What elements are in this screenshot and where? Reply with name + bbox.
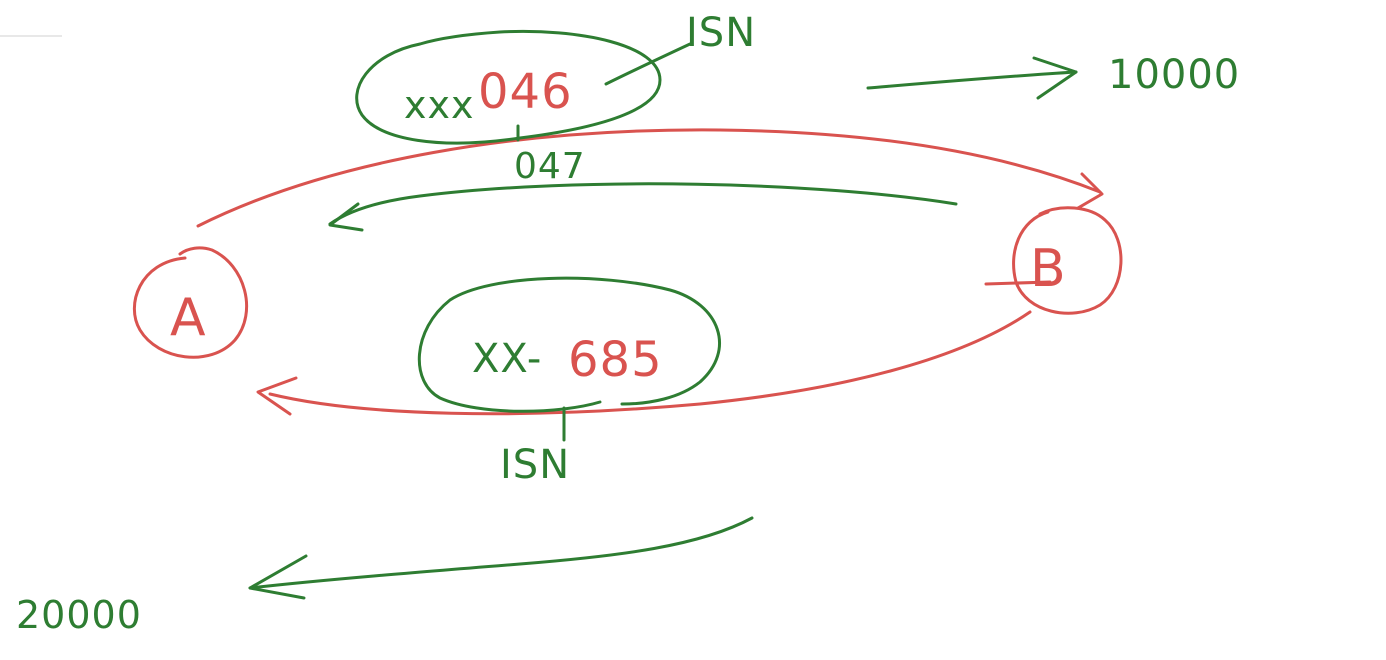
top-window-arrowhead [1032, 56, 1078, 100]
bottom-window-arrow [248, 516, 754, 590]
node-b: B [984, 206, 1123, 315]
top-window-arrow [866, 70, 1078, 90]
node-a-label: A [170, 288, 207, 348]
syn-arrowhead [1076, 172, 1104, 210]
bottom-window-value: 20000 [16, 593, 142, 637]
top-sequence-ellipse [355, 29, 662, 145]
ack-arrow-b-to-a [328, 182, 958, 226]
node-a: A [132, 246, 249, 359]
top-window: 10000 [866, 52, 1240, 100]
top-isn-leader [604, 42, 692, 86]
bottom-seq-prefix: XX- [472, 336, 542, 382]
node-b-tick [984, 280, 1052, 286]
syn-arrow-a-to-b [196, 128, 1102, 228]
bottom-sequence-ellipse [417, 276, 721, 413]
node-b-circle [1012, 206, 1123, 315]
bottom-window-arrowhead [248, 554, 308, 600]
top-ack-label: 047 [514, 146, 586, 187]
top-sequence-bubble: xxx 046 ISN 047 [355, 10, 756, 187]
bottom-window: 20000 [16, 516, 754, 637]
synack-arrow-b-to-a [268, 310, 1032, 416]
top-seq-suffix: 046 [478, 64, 573, 120]
synack-arrowhead [256, 376, 298, 416]
bottom-seq-suffix: 685 [568, 332, 663, 388]
bottom-isn-label: ISN [500, 442, 570, 488]
ack-arrowhead [328, 202, 364, 232]
top-isn-label: ISN [686, 10, 756, 56]
top-seq-prefix: xxx [404, 83, 474, 127]
bottom-sequence-bubble: XX- 685 ISN [417, 276, 721, 488]
node-b-label: B [1030, 239, 1067, 299]
node-a-circle [132, 246, 249, 359]
top-window-value: 10000 [1108, 52, 1240, 98]
